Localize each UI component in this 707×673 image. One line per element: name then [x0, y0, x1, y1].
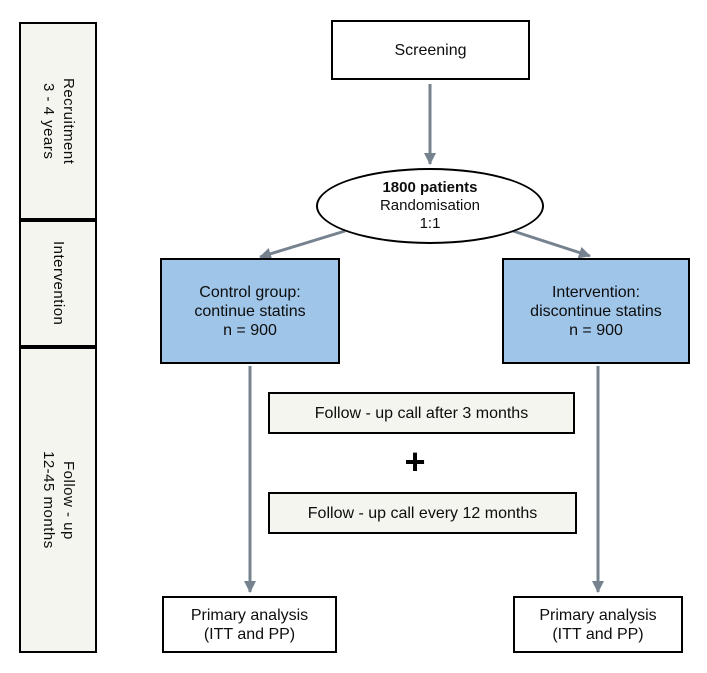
followup-call-12-months-label: Follow - up call every 12 months — [307, 504, 538, 522]
arrow-randomisation-to-control — [259, 229, 346, 260]
timeline-followup-duration: 12-45 months — [40, 451, 57, 549]
screening-box: Screening — [331, 20, 530, 80]
primary-analysis-control-detail: (ITT and PP) — [203, 625, 296, 643]
screening-label: Screening — [394, 41, 467, 59]
randomisation-ellipse: 1800 patients Randomisation 1:1 — [316, 168, 544, 244]
timeline-followup-label: Follow - up — [60, 460, 77, 540]
primary-analysis-intervention-title: Primary analysis — [539, 606, 657, 624]
timeline-followup: Follow - up 12-45 months — [19, 347, 97, 653]
intervention-group-box: Intervention: discontinue statins n = 90… — [502, 258, 690, 364]
followup-call-3-months-box: Follow - up call after 3 months — [268, 392, 575, 434]
followup-call-3-months-label: Follow - up call after 3 months — [314, 404, 529, 422]
intervention-group-action: discontinue statins — [530, 302, 662, 320]
timeline-recruitment-duration: 3 - 4 years — [40, 82, 57, 160]
timeline-intervention-label: Intervention — [50, 241, 67, 326]
intervention-group-n: n = 900 — [569, 321, 623, 339]
control-group-n: n = 900 — [223, 321, 277, 339]
primary-analysis-intervention-detail: (ITT and PP) — [552, 625, 644, 643]
control-group-title: Control group: — [199, 283, 301, 301]
randomisation-ratio: 1:1 — [419, 215, 441, 232]
control-group-action: continue statins — [194, 302, 306, 320]
randomisation-label: Randomisation — [379, 197, 481, 214]
primary-analysis-intervention-box: Primary analysis (ITT and PP) — [513, 596, 683, 653]
timeline-recruitment: Recruitment 3 - 4 years — [19, 22, 97, 220]
timeline-intervention: Intervention — [19, 220, 97, 347]
primary-analysis-control-box: Primary analysis (ITT and PP) — [162, 596, 337, 653]
randomisation-count: 1800 patients — [382, 179, 478, 196]
plus-sign: + — [404, 441, 426, 482]
timeline-recruitment-label: Recruitment — [60, 77, 77, 165]
intervention-group-title: Intervention: — [551, 283, 641, 301]
control-group-box: Control group: continue statins n = 900 — [160, 258, 340, 364]
followup-call-12-months-box: Follow - up call every 12 months — [268, 492, 577, 534]
arrow-randomisation-to-intervention — [512, 229, 591, 259]
primary-analysis-control-title: Primary analysis — [190, 606, 309, 624]
